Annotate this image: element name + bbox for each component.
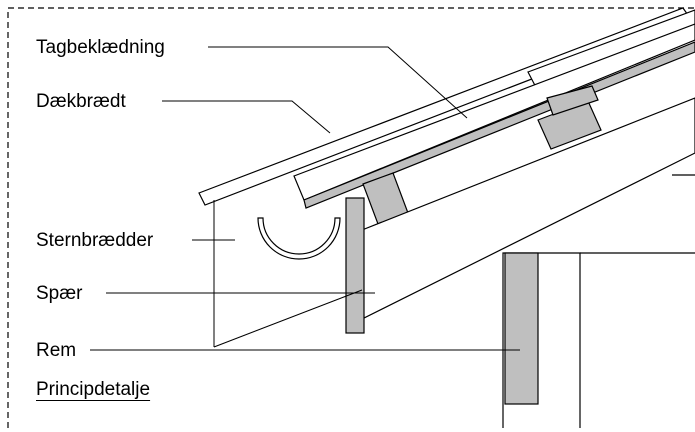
batten-top (546, 85, 599, 116)
dashed-frame (7, 7, 695, 428)
label-tagbeklaedning: Tagbeklædning (36, 37, 165, 58)
label-sternbraedder: Sternbrædder (36, 230, 154, 251)
wall-outline (502, 252, 581, 428)
sternbraedder-board (345, 197, 365, 334)
label-rem: Rem (36, 340, 77, 361)
daekbraedt-board (293, 23, 695, 201)
label-spaer: Spær (36, 283, 83, 304)
leader-tagbeklaedning (208, 46, 468, 119)
leader-daekbraedt (162, 100, 331, 134)
rem-plate (504, 252, 539, 405)
label-daekbraedt: Dækbrædt (36, 91, 126, 112)
gutter-icon (257, 217, 341, 260)
drawing-title: Principdetalje (36, 379, 151, 400)
projection-line-diag (213, 289, 363, 348)
